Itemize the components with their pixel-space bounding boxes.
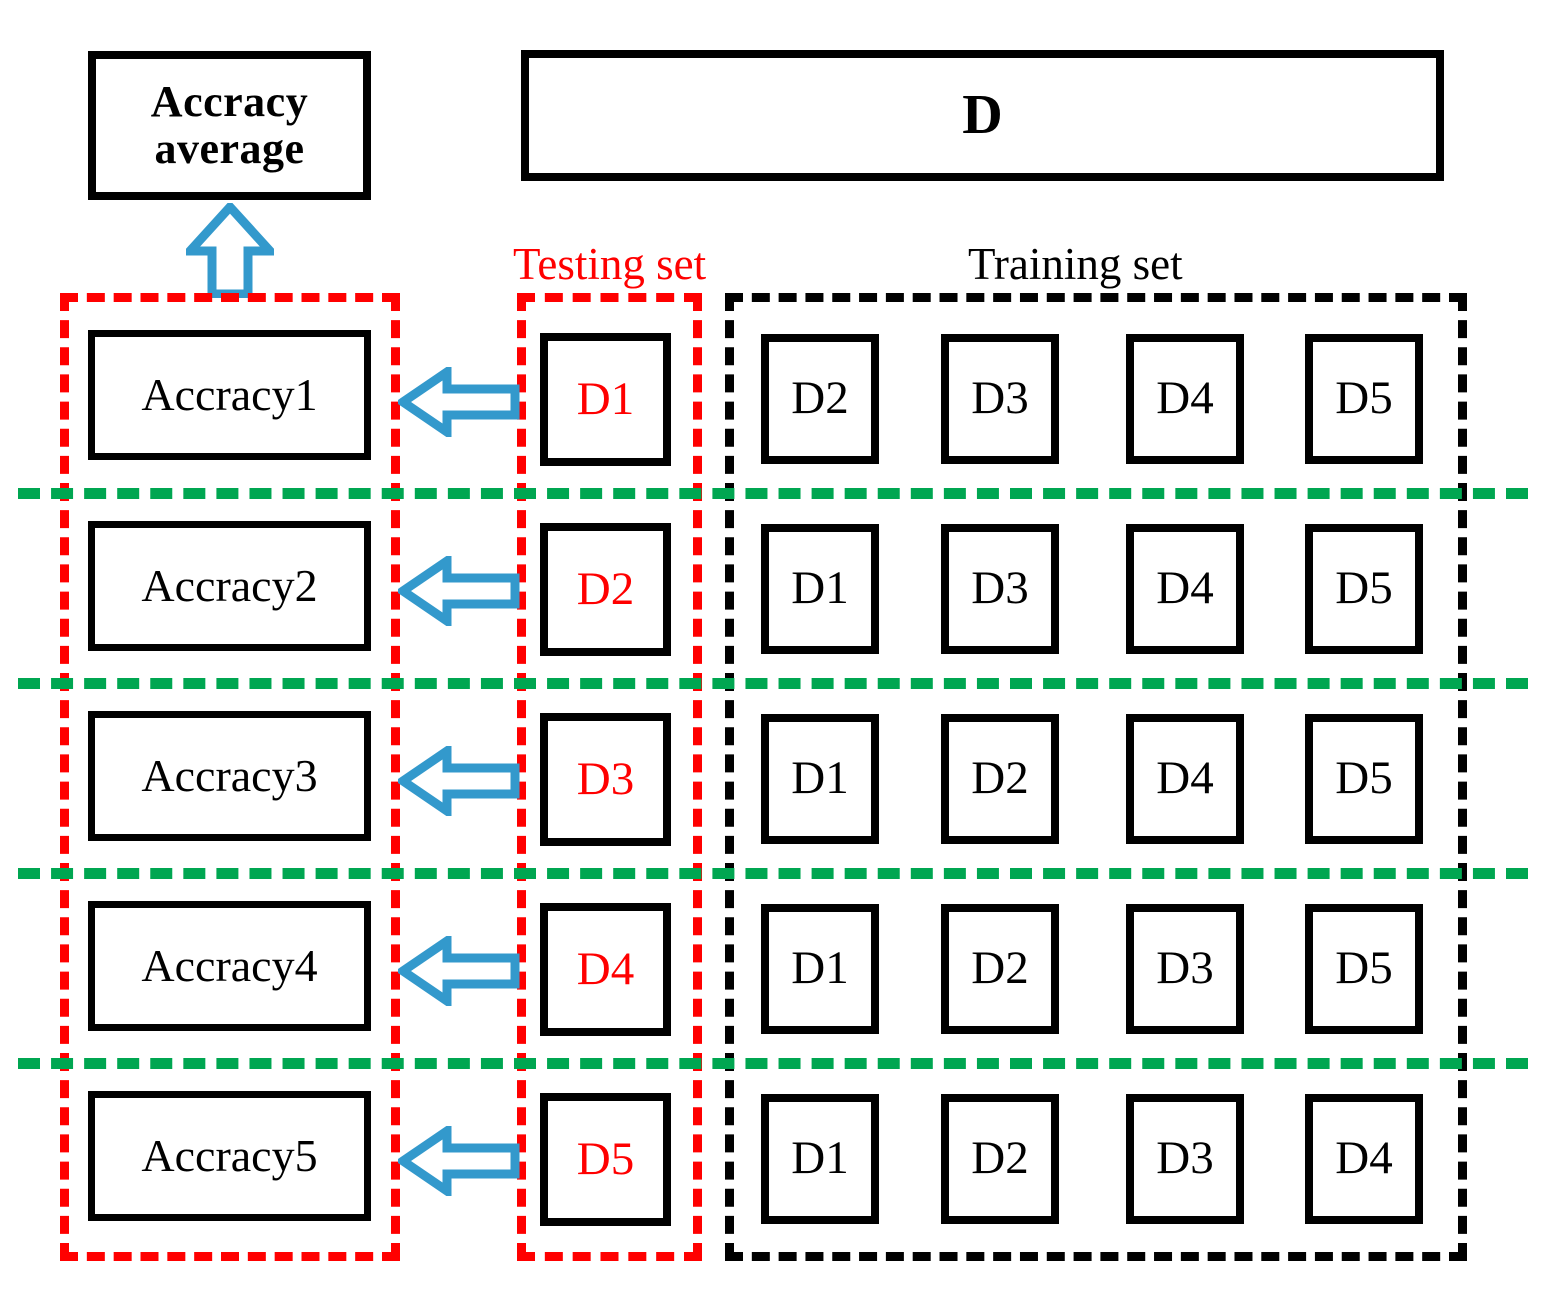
training-fold-box: D2 (761, 334, 879, 464)
training-fold-label: D4 (1156, 372, 1214, 425)
accuracy-label: Accracy1 (141, 368, 318, 420)
training-fold-box: D5 (1305, 334, 1423, 464)
training-fold-box: D2 (941, 1094, 1059, 1224)
testing-set-caption: Testing set (513, 239, 707, 289)
training-fold-box: D5 (1305, 524, 1423, 654)
dataset-d-box: D (521, 50, 1444, 181)
training-fold-box: D5 (1305, 904, 1423, 1034)
arrow-left-icon (398, 746, 520, 816)
training-fold-box: D1 (761, 524, 879, 654)
training-set-caption: Training set (968, 239, 1183, 289)
row-separator (18, 678, 1528, 689)
training-fold-label: D4 (1335, 1132, 1393, 1185)
training-fold-label: D1 (791, 562, 849, 615)
testing-fold-label: D3 (576, 752, 635, 805)
training-fold-label: D2 (971, 752, 1029, 805)
training-fold-label: D2 (791, 372, 849, 425)
training-fold-label: D4 (1156, 562, 1214, 615)
training-fold-label: D2 (971, 1132, 1029, 1185)
accuracy-box: Accracy5 (88, 1091, 371, 1221)
testing-fold-box: D1 (540, 333, 671, 466)
training-fold-box: D3 (1126, 1094, 1244, 1224)
training-fold-label: D5 (1335, 942, 1393, 995)
training-fold-box: D1 (761, 904, 879, 1034)
testing-fold-label: D2 (576, 562, 635, 615)
training-fold-label: D1 (791, 752, 849, 805)
training-fold-box: D4 (1126, 334, 1244, 464)
training-fold-label: D3 (1156, 1132, 1214, 1185)
training-fold-box: D3 (941, 524, 1059, 654)
training-fold-label: D1 (791, 1132, 849, 1185)
testing-fold-label: D5 (576, 1132, 635, 1185)
accuracy-average-label-line2: average (154, 123, 305, 173)
accuracy-box: Accracy4 (88, 901, 371, 1031)
training-fold-box: D4 (1126, 524, 1244, 654)
training-fold-label: D3 (971, 562, 1029, 615)
training-fold-box: D3 (941, 334, 1059, 464)
training-fold-label: D1 (791, 942, 849, 995)
accuracy-label: Accracy3 (141, 749, 318, 801)
training-fold-label: D3 (1156, 942, 1214, 995)
training-fold-box: D2 (941, 904, 1059, 1034)
accuracy-label: Accracy2 (141, 559, 318, 611)
testing-fold-box: D5 (540, 1093, 671, 1226)
training-fold-label: D3 (971, 372, 1029, 425)
accuracy-box: Accracy2 (88, 521, 371, 651)
testing-fold-label: D4 (576, 942, 635, 995)
training-fold-label: D4 (1156, 752, 1214, 805)
arrow-left-icon (398, 367, 520, 437)
accuracy-average-box: Accracy average (88, 51, 371, 200)
row-separator (18, 1058, 1528, 1069)
accuracy-average-label-line1: Accracy (150, 77, 309, 127)
training-fold-box: D5 (1305, 714, 1423, 844)
arrow-left-icon (398, 1126, 520, 1196)
accuracy-box: Accracy1 (88, 330, 371, 460)
training-fold-label: D5 (1335, 752, 1393, 805)
training-fold-label: D5 (1335, 562, 1393, 615)
training-fold-label: D5 (1335, 372, 1393, 425)
training-fold-box: D1 (761, 1094, 879, 1224)
accuracy-box: Accracy3 (88, 711, 371, 841)
row-separator (18, 868, 1528, 879)
training-fold-label: D2 (971, 942, 1029, 995)
training-fold-box: D3 (1126, 904, 1244, 1034)
testing-fold-box: D3 (540, 713, 671, 846)
arrow-left-icon (398, 936, 520, 1006)
testing-fold-label: D1 (576, 372, 635, 425)
accuracy-label: Accracy4 (141, 939, 318, 991)
row-separator (18, 488, 1528, 499)
dataset-d-label: D (962, 84, 1003, 147)
training-fold-box: D4 (1126, 714, 1244, 844)
arrow-left-icon (398, 556, 520, 626)
accuracy-label: Accracy5 (141, 1129, 318, 1181)
testing-fold-box: D4 (540, 903, 671, 1036)
training-fold-box: D4 (1305, 1094, 1423, 1224)
training-fold-box: D2 (941, 714, 1059, 844)
training-fold-box: D1 (761, 714, 879, 844)
arrow-up-icon (186, 203, 274, 298)
testing-fold-box: D2 (540, 523, 671, 656)
